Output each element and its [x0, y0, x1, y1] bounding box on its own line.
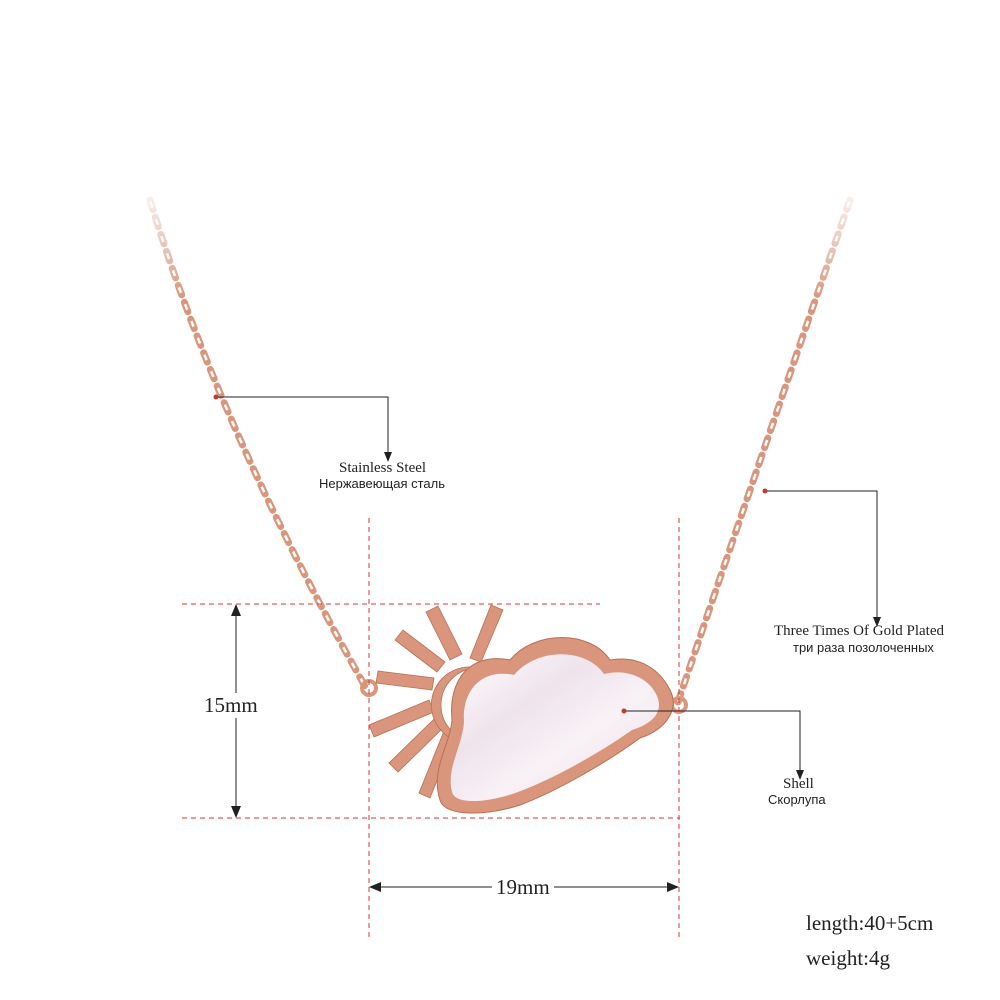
chain-left	[146, 196, 370, 692]
arrowhead-shell	[796, 770, 804, 780]
stainless-label-en: Stainless Steel	[339, 460, 427, 476]
arrowhead-height-top	[231, 604, 241, 616]
plating-label-ru: три раза позолоченных	[793, 640, 934, 655]
arrowhead-width-left	[369, 882, 381, 892]
callout-dot-stainless	[213, 394, 219, 400]
arrowhead-plating	[873, 617, 881, 627]
stainless-label-ru: Нержавеющая сталь	[319, 476, 445, 491]
shell-inlay	[450, 654, 660, 802]
leader-stainless	[216, 396, 389, 455]
width-dimension-label: 19mm	[492, 875, 554, 900]
shell-label-en: Shell	[783, 776, 814, 792]
callout-dot-plating	[762, 488, 768, 494]
leader-shell	[624, 710, 801, 773]
leader-plating	[765, 490, 878, 620]
plating-label-en: Three Times Of Gold Plated	[774, 623, 944, 639]
chain-fade	[100, 180, 900, 300]
arrowhead-stainless	[384, 452, 392, 462]
arrowhead-height-bottom	[231, 806, 241, 818]
arrowhead-width-right	[667, 882, 679, 892]
height-dimension-label: 15mm	[200, 693, 262, 718]
callout-dot-shell	[621, 708, 627, 714]
shell-label-ru: Скорлупа	[768, 792, 826, 807]
weight-spec: weight:4g	[806, 946, 890, 970]
length-spec: length:40+5cm	[806, 911, 934, 935]
